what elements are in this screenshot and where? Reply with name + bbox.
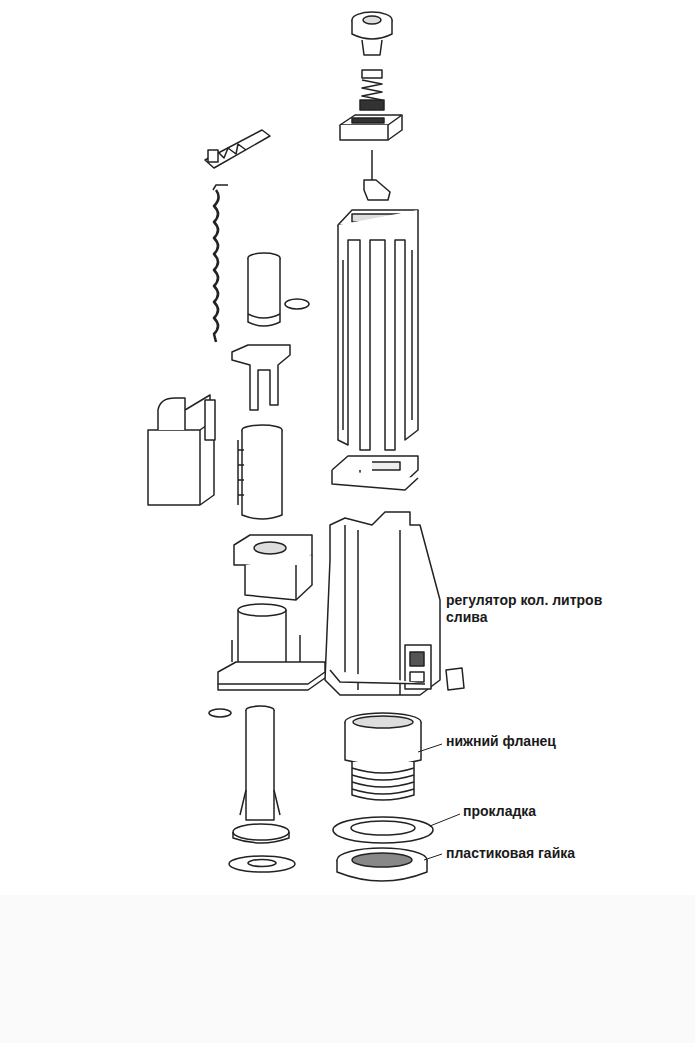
valve-body	[325, 512, 440, 695]
float-box	[148, 395, 215, 505]
leader-lines	[418, 744, 460, 860]
float-cup	[234, 535, 312, 600]
drain-tube	[233, 706, 289, 843]
fork-piece	[232, 345, 290, 410]
bottom-flange	[345, 713, 421, 800]
lever-clip	[205, 130, 270, 168]
part-label: нижний фланец	[446, 733, 646, 750]
square-ring	[340, 115, 402, 140]
plastic-nut	[337, 848, 427, 881]
part-label: пластиковая гайка	[446, 845, 666, 862]
part-label: прокладка	[463, 803, 663, 820]
hook-rod	[364, 150, 390, 200]
guide-column	[338, 210, 418, 450]
part-label: регулятор кол. литров слива	[446, 592, 606, 626]
volume-regulator	[446, 668, 464, 690]
o-ring	[285, 299, 309, 309]
u-clip	[332, 456, 418, 490]
overflow-tube	[248, 253, 280, 326]
push-button	[352, 12, 392, 55]
rack-cylinder	[238, 425, 282, 519]
base-plate	[218, 604, 325, 690]
bead-chain-rod	[213, 185, 228, 342]
gasket	[333, 817, 433, 843]
small-o-ring	[209, 709, 231, 717]
spring	[360, 70, 384, 110]
washer	[229, 856, 295, 872]
